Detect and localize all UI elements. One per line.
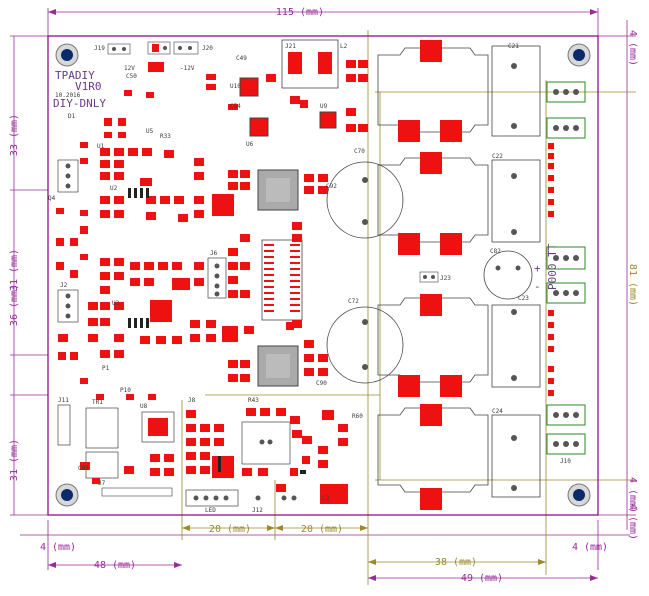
j2-label: J2 — [60, 282, 68, 289]
dim-right-81: 81 (mm) — [627, 264, 638, 306]
dim-gap-20-b: 20 (mm) — [301, 524, 343, 535]
l2-label: L2 — [340, 43, 348, 50]
c50-label: C50 — [126, 73, 137, 80]
u6-label: U6 — [246, 141, 254, 148]
dim-left-31a: 31 (mm) — [9, 249, 20, 291]
c82-label: C82 — [490, 248, 501, 255]
plus-label: + — [534, 262, 541, 275]
dimension-labels: 115 (mm) 48 (mm) 49 (mm) 38 (mm) 20 (mm)… — [9, 7, 638, 584]
j12-label: J12 — [252, 507, 263, 514]
u8-label: U8 — [140, 403, 148, 410]
c23-label: C23 — [518, 295, 529, 302]
dim-right-4-top: 4 (mm) — [627, 30, 638, 66]
c21-label: C21 — [508, 43, 519, 50]
j21-label: J21 — [285, 43, 296, 50]
c22-label: C22 — [492, 153, 503, 160]
c24-label: C24 — [492, 408, 503, 415]
q4-label: Q4 — [48, 195, 56, 202]
c54-label: C54 — [230, 103, 241, 110]
board-input-label: P000 TT — [546, 243, 559, 290]
dim-margin-right: 4 (mm) — [572, 542, 608, 553]
r60-label: R60 — [352, 413, 363, 420]
dim-left-36: 36 (mm) — [9, 284, 20, 326]
dim-bottom-left: 48 (mm) — [94, 560, 136, 571]
output-terminals: J10 — [546, 81, 586, 465]
dim-gap-20-a: 20 (mm) — [209, 524, 251, 535]
board-brand: DIY-DNLY — [53, 97, 106, 110]
u10-label: U10 — [230, 83, 241, 90]
l3-label: L3 — [322, 495, 330, 502]
j6-label: J6 — [210, 250, 218, 257]
r43-label: R43 — [248, 397, 259, 404]
c85-label: C85 — [78, 465, 89, 472]
j8-label: J8 — [188, 397, 196, 404]
j10-label: J10 — [560, 458, 571, 465]
rail-neg-label: -12V — [180, 65, 195, 72]
u2-label: U2 — [110, 185, 118, 192]
j20-label: J20 — [202, 45, 213, 52]
tr1-label: TR1 — [92, 399, 103, 406]
dim-top-width: 115 (mm) — [276, 7, 324, 18]
led-label: LED — [205, 507, 216, 514]
j11-label: J11 — [58, 397, 69, 404]
dim-margin-left: 4 (mm) — [40, 542, 76, 553]
signal-area: J19 J20 J21 — [56, 39, 368, 514]
p1-label: P1 — [102, 365, 110, 372]
board-outline — [47, 35, 599, 516]
u3-label: U3 — [112, 300, 120, 307]
c49-label: C49 — [236, 55, 247, 62]
j7-label: J7 — [98, 480, 106, 487]
board-title-line2: V1R0 — [75, 80, 102, 93]
c72-label: C72 — [348, 298, 359, 305]
c90-label: C90 — [316, 380, 327, 387]
minus-label: - — [534, 280, 541, 293]
mounting-holes — [55, 43, 591, 507]
rail-pos-label: 12V — [124, 65, 135, 72]
board-title-line1: TPADIY — [55, 69, 95, 82]
dim-left-33: 33 (mm) — [9, 114, 20, 156]
u5-label: U5 — [146, 128, 154, 135]
c92-label: C92 — [326, 183, 337, 190]
dim-right-4-bottom: 4 (mm) — [627, 477, 638, 513]
j23-label: J23 — [440, 275, 451, 282]
d1-label: D1 — [68, 113, 76, 120]
c70-label: C70 — [354, 148, 365, 155]
board-title: TPADIY V1R0 10.2016 DIY-DNLY P000 TT + -… — [53, 65, 559, 293]
u1-label: U1 — [97, 143, 105, 150]
smd-pads — [56, 60, 368, 492]
dim-bottom-38: 38 (mm) — [435, 557, 477, 568]
j19-label: J19 — [94, 45, 105, 52]
dim-bottom-49: 49 (mm) — [461, 573, 503, 584]
designators: U1 U2 U3 U5 U6 U9 U10 TR1 P10 P1 L2 R33 … — [48, 43, 363, 487]
board-date: 10.2016 — [55, 92, 81, 99]
dim-left-31b: 31 (mm) — [9, 439, 20, 481]
u9-label: U9 — [320, 103, 328, 110]
dim-right-4-low: 4 (mm) — [627, 504, 638, 540]
r33-label: R33 — [160, 133, 171, 140]
p10-label: P10 — [120, 387, 131, 394]
power-stage: C21 C22 C23 C24 C70 C72 C82 J23 — [320, 40, 541, 510]
silk-blocks — [128, 188, 306, 474]
